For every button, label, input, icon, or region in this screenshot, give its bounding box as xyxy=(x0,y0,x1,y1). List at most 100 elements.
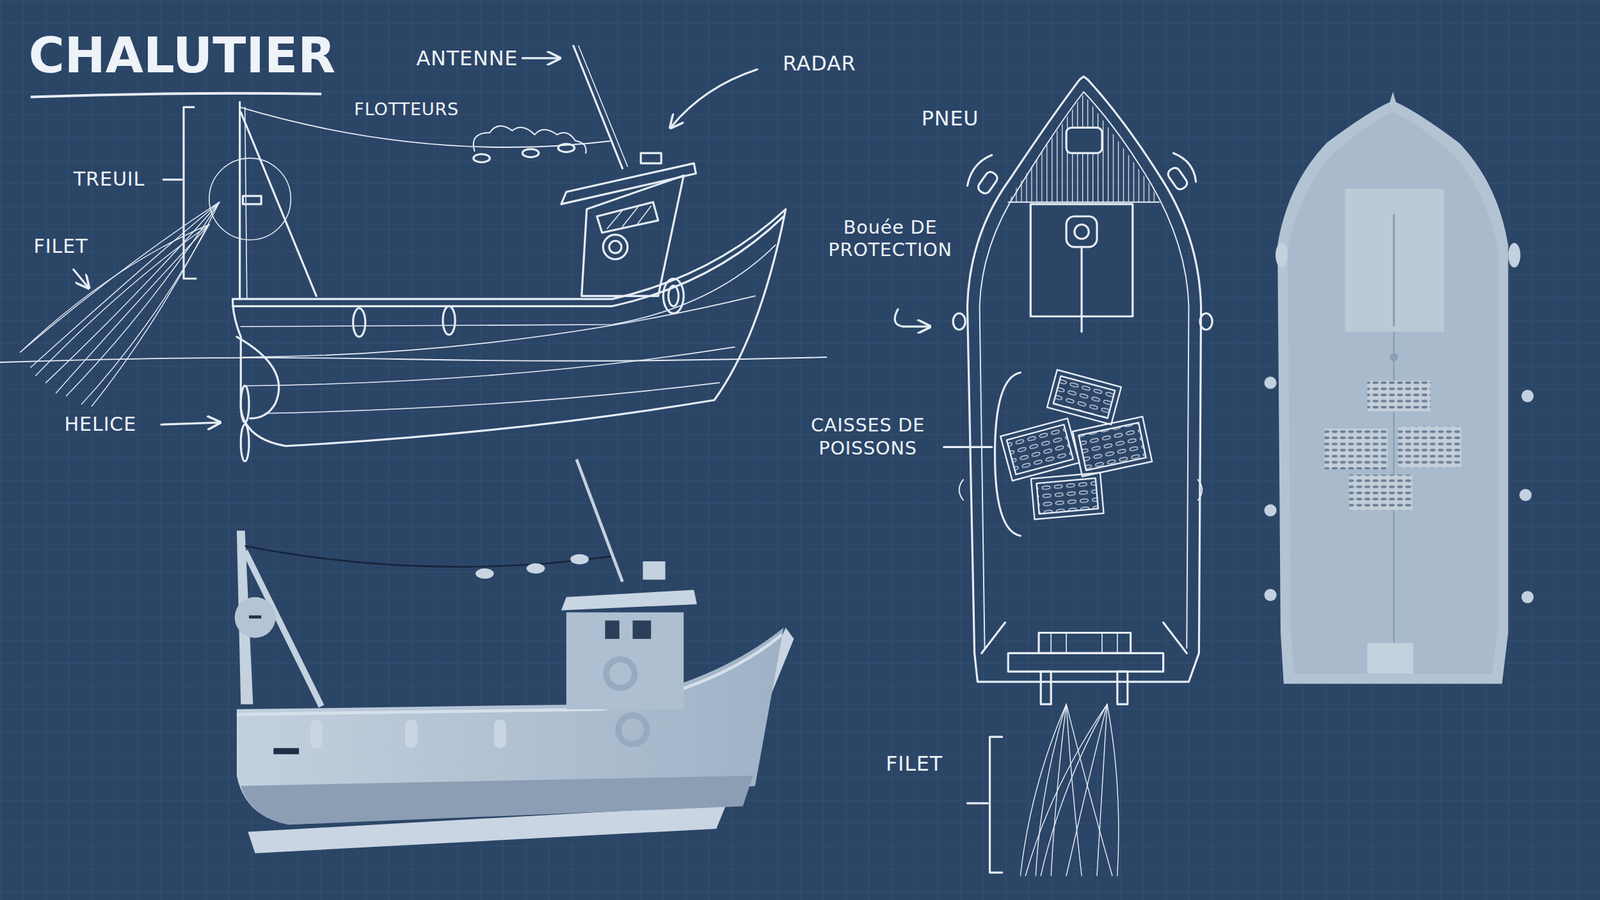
illustration-circle xyxy=(1390,353,1399,362)
illustration-path xyxy=(20,224,210,352)
illustration-line xyxy=(240,112,317,296)
illustration-circle xyxy=(1074,224,1089,239)
illustration-path xyxy=(240,775,753,825)
illustration-line xyxy=(245,106,248,299)
part-label: ANTENNE xyxy=(416,46,519,71)
illustration-rect xyxy=(1040,671,1051,704)
part-label: FILET xyxy=(885,750,943,776)
illustration-path xyxy=(242,295,755,358)
illustration-ellipse xyxy=(668,285,679,306)
illustration-line xyxy=(1163,622,1188,654)
illustration-rect xyxy=(1324,428,1389,470)
illustration-circle xyxy=(1521,590,1534,603)
illustration-path xyxy=(990,736,1003,873)
illustration-path xyxy=(183,106,196,279)
illustration-path xyxy=(81,224,210,405)
illustration-ellipse xyxy=(240,424,249,461)
illustration-path xyxy=(66,202,220,397)
illustration-g xyxy=(1264,91,1534,684)
illustration-path xyxy=(967,154,992,186)
illustration-path xyxy=(967,76,1201,682)
illustration-path xyxy=(236,336,280,419)
illustration-rect xyxy=(1036,478,1099,514)
illustration-line xyxy=(163,178,182,181)
illustration-ellipse xyxy=(473,154,491,163)
part-label: Bouée DE PROTECTION xyxy=(821,216,959,261)
illustration-rect xyxy=(1367,380,1431,412)
illustration-ellipse xyxy=(353,308,366,338)
illustration-ellipse xyxy=(526,563,546,574)
illustration-rect xyxy=(640,152,662,164)
illustration-ellipse xyxy=(442,305,456,335)
illustration-path xyxy=(1107,704,1119,876)
illustration-path xyxy=(1050,632,1118,654)
illustration-path xyxy=(607,206,652,229)
illustration-path xyxy=(473,126,587,153)
illustration-g xyxy=(1020,704,1119,876)
part-label: RADAR xyxy=(782,51,857,76)
illustration-path xyxy=(959,479,1202,500)
part-label: FILET xyxy=(33,234,89,258)
illustration-path xyxy=(1050,704,1067,876)
illustration-circle xyxy=(609,240,622,253)
illustration-path xyxy=(1040,704,1108,876)
illustration-ellipse xyxy=(1508,242,1521,267)
illustration-line xyxy=(522,56,559,59)
illustration-path xyxy=(265,382,720,414)
illustration-rect xyxy=(604,620,619,639)
illustration-circle xyxy=(1519,488,1532,502)
illustration-ellipse xyxy=(1275,242,1288,267)
illustration-path xyxy=(1020,704,1067,876)
illustration-path xyxy=(46,202,220,383)
illustration-rect xyxy=(248,615,262,619)
part-label: PNEU xyxy=(921,106,980,131)
illustration-rect xyxy=(1117,671,1128,704)
illustration-rect xyxy=(1008,652,1163,672)
illustration-circle xyxy=(1521,389,1534,402)
illustration-path xyxy=(20,202,220,352)
illustration-line xyxy=(944,446,992,448)
illustration-polygon xyxy=(561,590,697,611)
sheet-title: CHALUTIER xyxy=(28,26,336,86)
illustration-path xyxy=(1025,704,1108,876)
illustration-path xyxy=(1277,91,1508,684)
illustration-circle xyxy=(602,234,628,260)
illustration-rect xyxy=(1367,642,1414,674)
illustration-path xyxy=(236,627,784,825)
illustration-rect xyxy=(1072,416,1152,477)
illustration-g xyxy=(1264,242,1534,603)
illustration-rect xyxy=(242,195,262,205)
illustration-line xyxy=(1080,247,1083,332)
illustration-rect xyxy=(310,719,323,749)
illustration-path xyxy=(232,209,786,447)
illustration-path xyxy=(1035,704,1067,876)
illustration-rect xyxy=(566,612,684,710)
illustration-rect xyxy=(1000,418,1080,481)
illustration-path xyxy=(979,91,1190,648)
illustration-path xyxy=(995,372,1021,536)
illustration-rect xyxy=(1397,426,1462,468)
illustration-g xyxy=(1072,416,1152,477)
illustration-ellipse xyxy=(570,554,589,565)
illustration-polygon xyxy=(597,202,659,233)
illustration-g xyxy=(0,46,827,462)
illustration-path xyxy=(245,346,735,386)
illustration-circle xyxy=(209,158,292,240)
illustration-rect xyxy=(494,719,507,749)
illustration-rect xyxy=(1344,188,1444,332)
illustration-rect xyxy=(1006,424,1074,475)
illustration-rect xyxy=(1066,127,1103,153)
illustration-circle xyxy=(1264,588,1277,601)
illustration-rect xyxy=(405,719,418,749)
illustration-rect xyxy=(1038,632,1131,654)
illustration-line xyxy=(161,422,219,425)
illustration-ellipse xyxy=(952,312,966,330)
illustration-line xyxy=(1008,201,1160,203)
illustration-circle xyxy=(1264,504,1277,517)
illustration-g xyxy=(20,202,220,407)
illustration-rect xyxy=(1066,216,1097,248)
illustration-path xyxy=(894,309,929,327)
illustration-polygon xyxy=(581,175,684,296)
